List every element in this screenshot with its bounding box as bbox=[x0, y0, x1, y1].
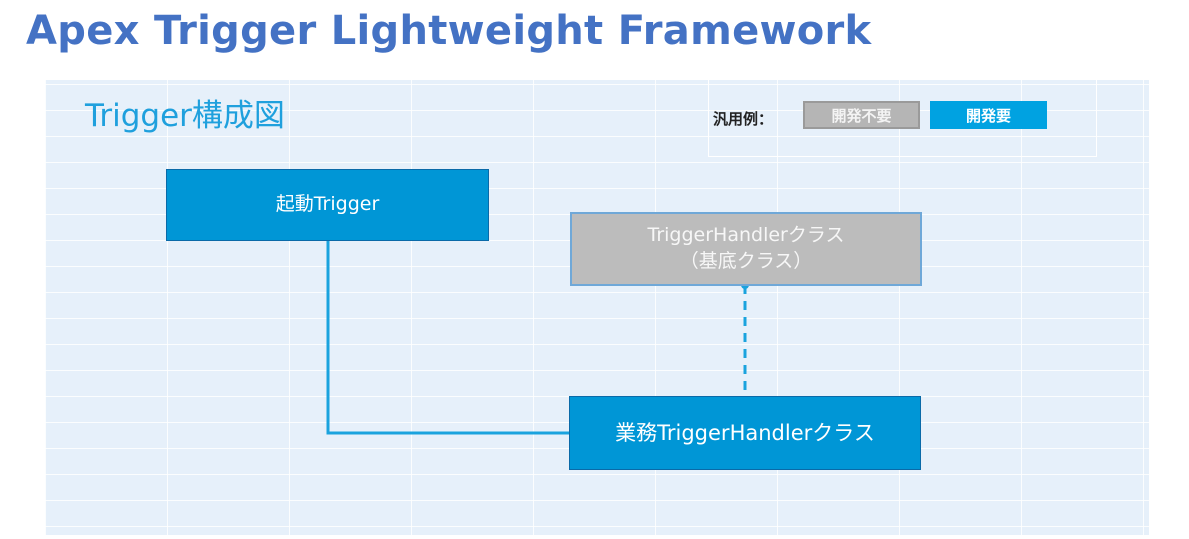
node-handler-base: TriggerHandlerクラス （基底クラス） bbox=[570, 212, 922, 286]
node-trigger-label: 起動Trigger bbox=[275, 193, 380, 216]
node-trigger: 起動Trigger bbox=[166, 169, 489, 241]
legend-no-development: 開発不要 bbox=[803, 101, 920, 129]
node-handler-base-line2: （基底クラス） bbox=[679, 250, 813, 272]
node-handler-business-label: 業務TriggerHandlerクラス bbox=[615, 420, 875, 445]
trigger-to-business-connector bbox=[326, 240, 571, 435]
node-handler-base-line1: TriggerHandlerクラス bbox=[647, 224, 845, 247]
page-title: Apex Trigger Lightweight Framework bbox=[26, 8, 872, 54]
diagram-panel: Trigger構成図 汎用例： 開発不要 開発要 起動Trigger Trigg… bbox=[45, 80, 1149, 535]
diagram-title: Trigger構成図 bbox=[85, 98, 285, 134]
legend-label: 汎用例： bbox=[713, 110, 774, 128]
legend: 汎用例： 開発不要 開発要 bbox=[708, 80, 1097, 157]
node-handler-business: 業務TriggerHandlerクラス bbox=[569, 396, 921, 470]
legend-development-required: 開発要 bbox=[930, 101, 1047, 129]
